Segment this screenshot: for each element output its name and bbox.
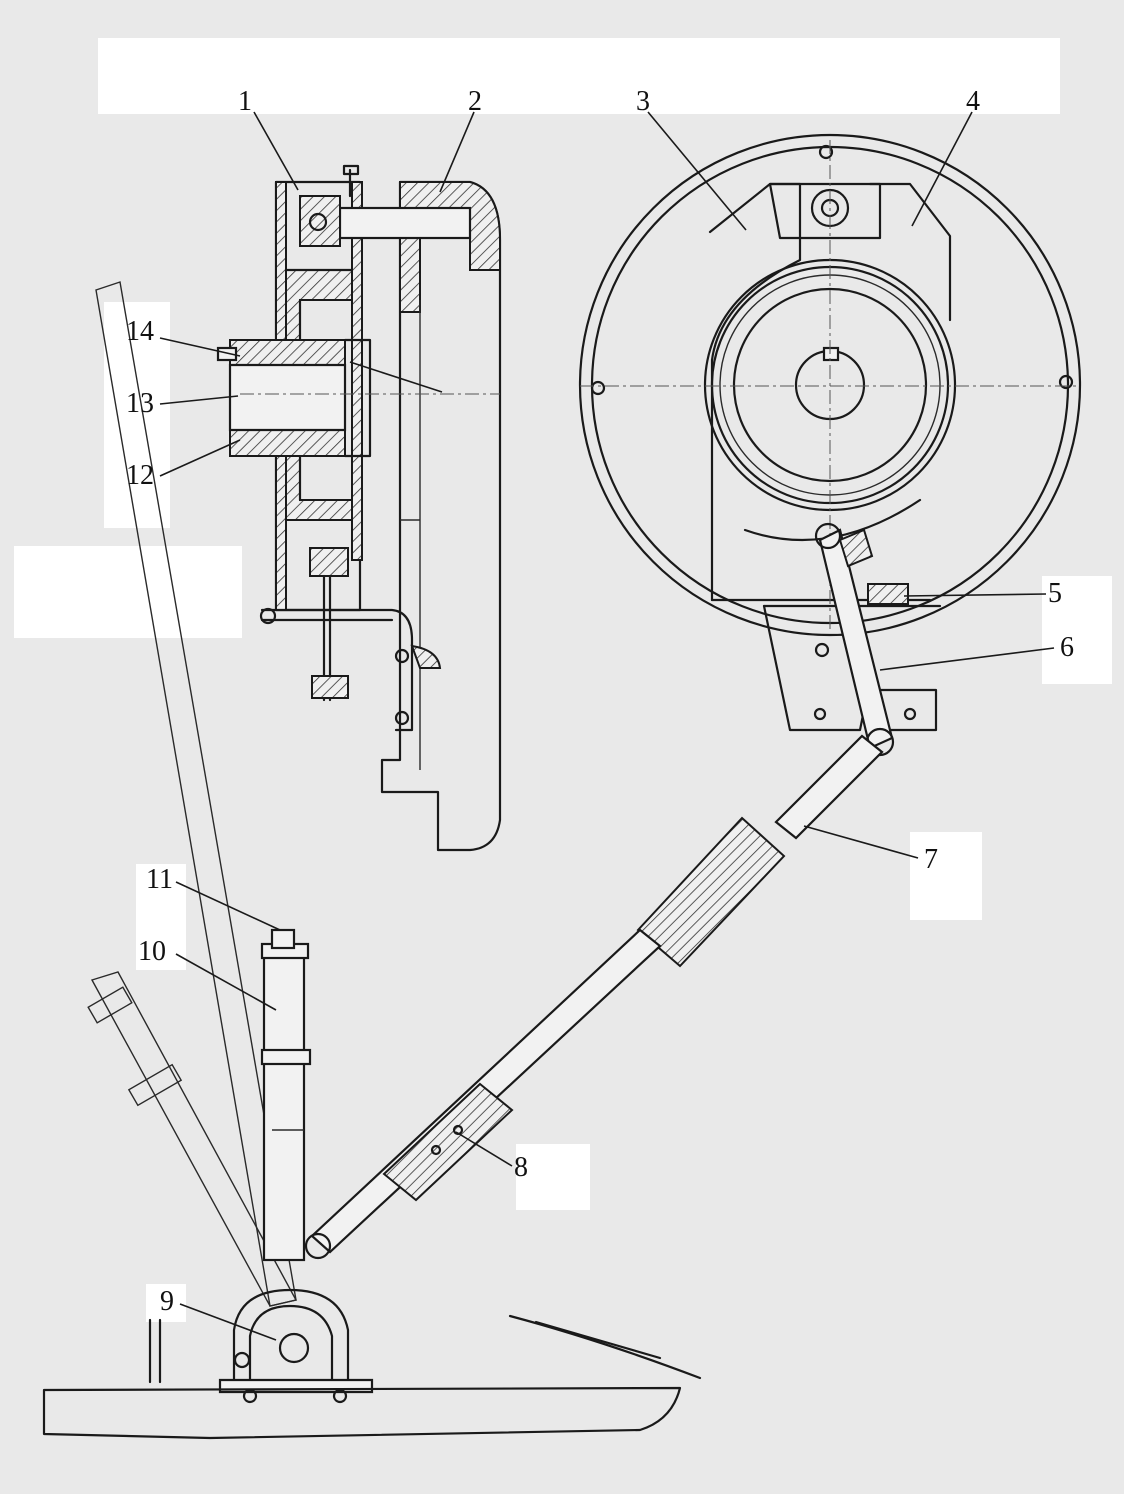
lower-bolt-nut: [309, 547, 349, 577]
left-white-patch-lower: [14, 546, 242, 638]
callout-2: 2: [468, 86, 482, 117]
callout-9: 9: [160, 1286, 174, 1317]
right-white-patch-7: [910, 832, 982, 920]
lower-nut: [311, 675, 349, 699]
lever-knob-11: [270, 928, 296, 950]
lever-tube-10: [262, 948, 306, 1262]
pivot-bracket-9: [232, 1288, 350, 1386]
top-white-strip: [98, 38, 1060, 114]
side-clip: [410, 644, 442, 669]
key: [216, 346, 238, 362]
pin-shaft: [338, 206, 472, 240]
callout-7: 7: [924, 844, 938, 875]
callout-13: 13: [126, 388, 154, 419]
left-white-patch-9: [146, 1284, 186, 1322]
housing-hatched-top: [399, 181, 501, 313]
adjuster-8-sleeve: [382, 1082, 514, 1202]
brake-shoe-left: [708, 182, 802, 602]
left-white-patch: [104, 302, 170, 528]
callout-5: 5: [1048, 578, 1062, 609]
callout-6: 6: [1060, 632, 1074, 663]
turnbuckle-sleeve: [636, 816, 786, 968]
leader-lines: [159, 111, 1055, 1341]
callout-4: 4: [966, 86, 980, 117]
front-view: [578, 133, 1082, 757]
callout-1: 1: [238, 86, 252, 117]
callout-14: 14: [126, 316, 154, 347]
cover-wall-right: [351, 181, 363, 561]
callout-8: 8: [514, 1152, 528, 1183]
hub-bore: [228, 363, 347, 432]
callout-11: 11: [146, 864, 173, 895]
lower-bracket: [260, 608, 414, 732]
hub-lower: [229, 429, 346, 457]
brake-shoe-right: [868, 182, 952, 322]
drum-flange-upper: [285, 269, 353, 341]
rod-7-upper: [774, 734, 884, 840]
drum-flange-lower: [285, 449, 353, 521]
hub-upper: [229, 339, 346, 366]
linkage: [304, 734, 884, 1260]
inner-hub: [732, 287, 928, 483]
hand-lever: [42, 281, 702, 1440]
callout-10: 10: [138, 936, 166, 967]
left-white-patch-11-10: [136, 864, 186, 970]
center-white-patch-8: [516, 1144, 590, 1210]
rod-lower-pin: [304, 1232, 332, 1260]
floor: [42, 1386, 682, 1440]
right-white-patch-5-6: [1042, 576, 1112, 684]
bolt-5: [867, 583, 909, 605]
section-view: [216, 164, 502, 852]
callout-3: 3: [636, 86, 650, 117]
pin-nut: [299, 195, 341, 247]
callout-12: 12: [126, 460, 154, 491]
outer-drum-circle: [578, 133, 1082, 637]
